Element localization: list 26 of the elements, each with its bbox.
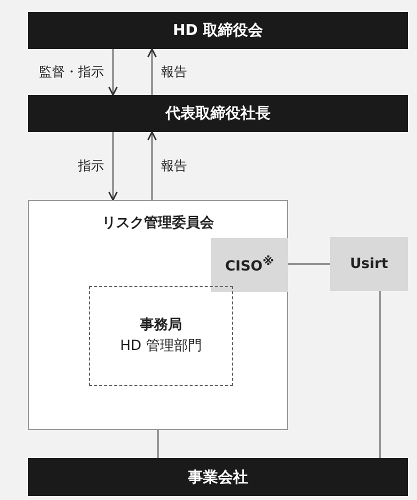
organization-bar: [28, 12, 408, 49]
node-title: Usirt: [350, 254, 388, 274]
connector-line: [157, 430, 159, 458]
node-title: 事業会社: [188, 466, 248, 488]
node-title: CISO$^{※}$: [225, 252, 274, 276]
edge-label: 報告: [161, 158, 187, 175]
node-subtitle: HD 管理部門: [120, 337, 202, 356]
connector-line: [379, 291, 381, 458]
connector-line: [287, 263, 330, 265]
arrow: [108, 49, 118, 96]
node-title: HD 取締役会: [172, 20, 264, 42]
edge-label: 監督・指示: [39, 64, 104, 81]
arrow: [108, 132, 118, 201]
committee-panel: [28, 200, 288, 430]
edge-label: 報告: [161, 64, 187, 81]
role-box: [211, 238, 288, 292]
node-title: 代表取締役社長: [166, 103, 270, 124]
office-box: [89, 286, 233, 386]
arrow: [147, 131, 157, 200]
edge-label: 指示: [78, 158, 104, 175]
organization-bar: [28, 95, 408, 132]
node-title: リスク管理委員会: [102, 214, 214, 233]
role-box: [330, 237, 408, 291]
node-title: 事務局: [140, 316, 182, 335]
organization-bar: [28, 458, 408, 496]
arrow: [147, 48, 157, 95]
